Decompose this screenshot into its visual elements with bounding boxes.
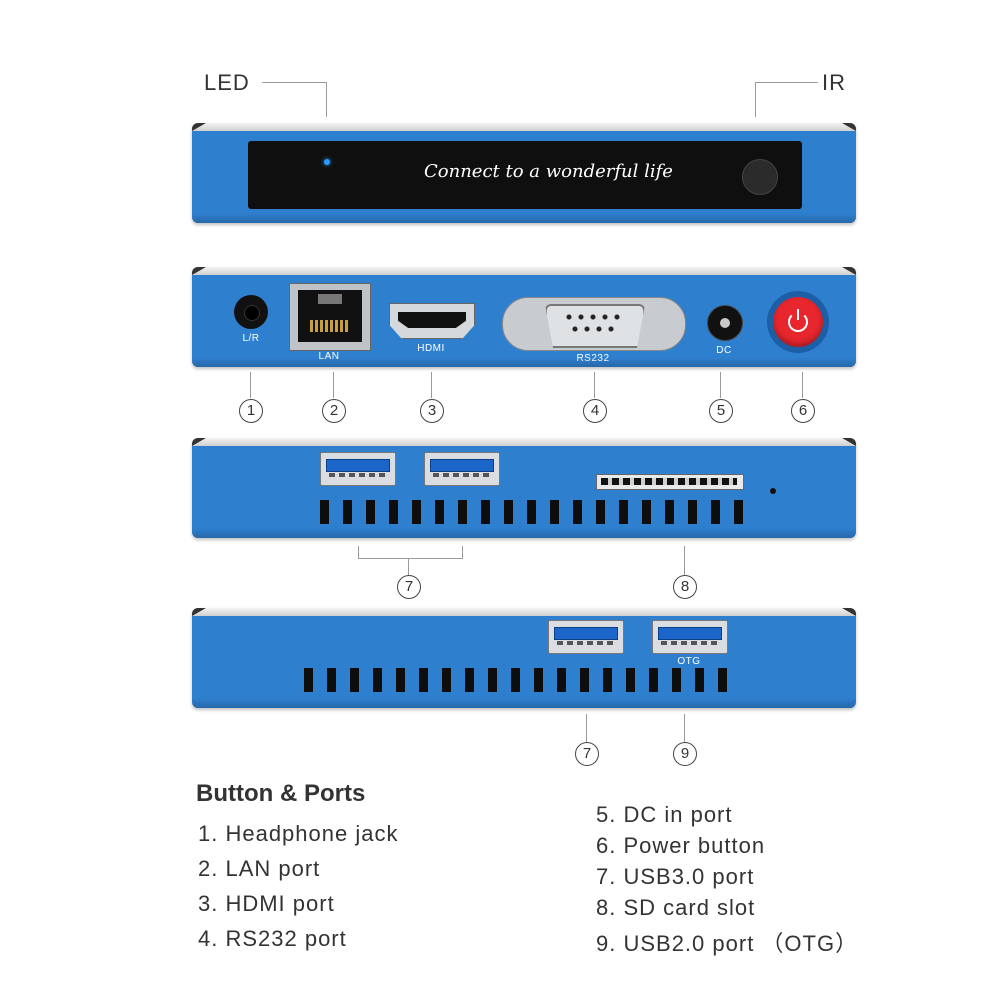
- vent-slot: [711, 500, 720, 524]
- vent-slot: [619, 500, 628, 524]
- vent-slot: [435, 500, 444, 524]
- callout-num-2: 2: [322, 399, 346, 423]
- port-label-lr: L/R: [242, 333, 260, 344]
- callout-num-8: 8: [673, 575, 697, 599]
- front-panel: Connect to a wonderful life: [192, 123, 856, 223]
- vent-slot: [626, 668, 635, 692]
- legend-item: 2. LAN port: [198, 856, 321, 881]
- vent-slot: [373, 668, 382, 692]
- sd-card-slot: [596, 474, 744, 490]
- port-label-rs232: RS232: [562, 353, 624, 364]
- usb3-port-c: [548, 620, 624, 654]
- legend-title: Button & Ports: [196, 780, 366, 807]
- vent-slot: [412, 500, 421, 524]
- vent-slot: [665, 500, 674, 524]
- legend-item: 7. USB3.0 port: [596, 864, 755, 889]
- usb3-port-b: [424, 452, 500, 486]
- headphone-jack: [234, 295, 268, 329]
- vent-slot: [458, 500, 467, 524]
- callout-num-7a: 7: [397, 575, 421, 599]
- vent-slot: [465, 668, 474, 692]
- vent-slot: [534, 668, 543, 692]
- lan-port: [289, 283, 371, 351]
- vent-slot: [343, 500, 352, 524]
- vent-slot: [718, 668, 727, 692]
- port-label-hdmi: HDMI: [417, 343, 445, 354]
- legend-item: 1. Headphone jack: [198, 821, 399, 846]
- led-callout-label: LED: [204, 70, 250, 95]
- side-panel-2: OTG: [192, 608, 856, 708]
- usb3-port-a: [320, 452, 396, 486]
- vent-slot: [527, 500, 536, 524]
- port-label-lan: LAN: [302, 351, 356, 362]
- legend-item: 4. RS232 port: [198, 926, 347, 951]
- vent-slot: [672, 668, 681, 692]
- vent-slot: [366, 500, 375, 524]
- rear-panel: L/R LAN HDMI RS232 DC: [192, 267, 856, 367]
- ir-callout-line: [755, 82, 818, 117]
- legend-item: 9. USB2.0 port （OTG）: [596, 931, 859, 956]
- vent-slot: [389, 500, 398, 524]
- vent-slot: [304, 668, 313, 692]
- led-indicator: [324, 159, 330, 165]
- vent-slot: [488, 668, 497, 692]
- front-tagline: Connect to a wonderful life: [424, 161, 673, 182]
- vent-slot: [642, 500, 651, 524]
- vent-slot: [396, 668, 405, 692]
- legend-item: 8. SD card slot: [596, 895, 756, 920]
- side-panel-1: [192, 438, 856, 538]
- vent-slot: [511, 668, 520, 692]
- vent-slot: [442, 668, 451, 692]
- ir-callout-label: IR: [822, 70, 846, 95]
- callout-num-4: 4: [583, 399, 607, 423]
- legend-item: 5. DC in port: [596, 802, 733, 827]
- legend-item: 3. HDMI port: [198, 891, 335, 916]
- callout-num-1: 1: [239, 399, 263, 423]
- callout-num-3: 3: [420, 399, 444, 423]
- dc-port: [707, 305, 743, 341]
- rs232-port: [502, 297, 686, 351]
- vent-slot: [695, 668, 704, 692]
- power-icon: [788, 312, 808, 332]
- vent-slot: [481, 500, 490, 524]
- vent-slot: [557, 668, 566, 692]
- vent-slot: [734, 500, 743, 524]
- vent-slot: [580, 668, 589, 692]
- vent-slot: [327, 668, 336, 692]
- vent-slot: [550, 500, 559, 524]
- vent-slot: [649, 668, 658, 692]
- usb3-bracket: [358, 546, 463, 559]
- power-button[interactable]: [767, 291, 829, 353]
- vent-slot: [419, 668, 428, 692]
- vent-slot: [504, 500, 513, 524]
- vent-slot: [603, 668, 612, 692]
- callout-num-9: 9: [673, 742, 697, 766]
- vent-slot: [350, 668, 359, 692]
- led-callout-line: [262, 82, 327, 117]
- reset-hole: [770, 488, 776, 494]
- ir-window: [742, 159, 778, 195]
- callout-num-5: 5: [709, 399, 733, 423]
- callout-num-7b: 7: [575, 742, 599, 766]
- front-screen: Connect to a wonderful life: [248, 141, 802, 209]
- legend-item: 6. Power button: [596, 833, 766, 858]
- hdmi-port: [389, 303, 475, 339]
- vent-slot: [573, 500, 582, 524]
- port-label-otg: OTG: [677, 656, 701, 667]
- vent-slot: [688, 500, 697, 524]
- callout-num-6: 6: [791, 399, 815, 423]
- vent-slot: [596, 500, 605, 524]
- usb2-otg-port: [652, 620, 728, 654]
- vent-slot: [320, 500, 329, 524]
- port-label-dc: DC: [716, 345, 732, 356]
